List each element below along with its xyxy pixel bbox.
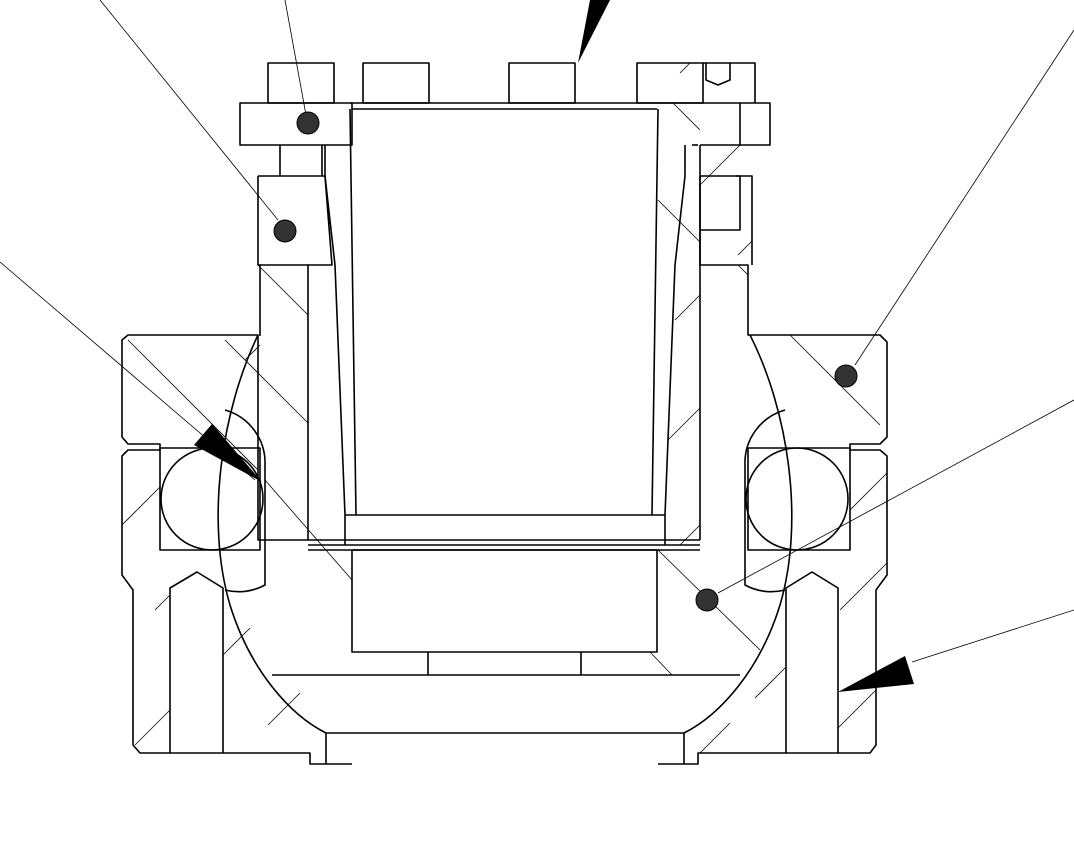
- callout-3: [0, 261, 262, 482]
- callout-3-arrow: [194, 424, 262, 482]
- callout-4: [578, 0, 610, 63]
- callout-5-dot: [834, 364, 858, 388]
- top-lugs: [267, 62, 756, 104]
- callout-1: [284, 0, 320, 135]
- lower-pins: [169, 571, 839, 753]
- callout-6: [695, 399, 1074, 612]
- callout-5: [834, 29, 1074, 388]
- callout-6-dot: [695, 588, 719, 612]
- callout-2: [99, 0, 297, 243]
- spherical-bowl: [217, 334, 793, 734]
- lower-block: [272, 549, 740, 764]
- hatching: [121, 62, 888, 754]
- top-flange: [239, 102, 771, 176]
- callout-7-arrow: [838, 656, 914, 692]
- callout-1-dot: [296, 111, 320, 135]
- inner-cup: [308, 108, 701, 551]
- callout-4-arrow: [578, 0, 610, 63]
- callout-7: [838, 609, 1074, 692]
- callout-2-dot: [273, 219, 297, 243]
- ball-right: [744, 409, 851, 593]
